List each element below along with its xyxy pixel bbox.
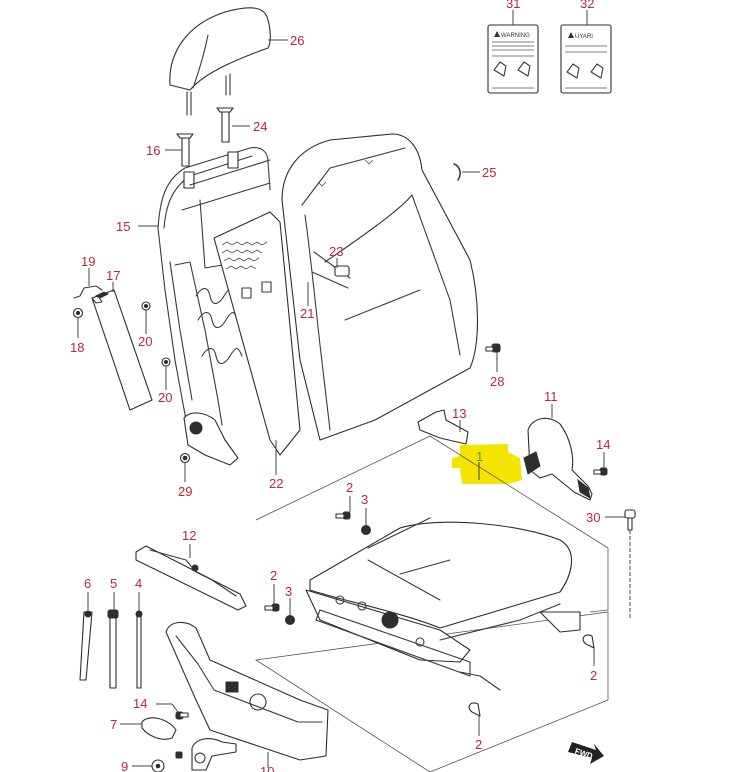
callout-5: 5: [110, 576, 117, 591]
callout-9: 9: [121, 759, 128, 772]
bolt-2-b[interactable]: [264, 603, 280, 612]
callout-20-lower: 20: [158, 390, 172, 405]
nut-3-a[interactable]: [361, 525, 371, 535]
nut-3-b[interactable]: [285, 615, 295, 625]
callout-21: 21: [300, 306, 314, 321]
callout-16: 16: [146, 143, 160, 158]
recliner-cover-11[interactable]: [523, 417, 593, 501]
nut-29[interactable]: [179, 452, 191, 464]
warning-triangle-icon: [494, 31, 500, 37]
nut-18[interactable]: [72, 307, 84, 319]
hog-ring-25[interactable]: [453, 163, 461, 181]
callout-3-b: 3: [285, 584, 292, 599]
washer-9[interactable]: [151, 759, 165, 772]
callout-13: 13: [452, 406, 466, 421]
lever-8[interactable]: [191, 738, 237, 771]
callout-6: 6: [84, 576, 91, 591]
callout-7: 7: [110, 717, 117, 732]
callout-2-d: 2: [475, 737, 482, 752]
callout-22: 22: [269, 476, 283, 491]
bolt-2-a[interactable]: [335, 511, 351, 520]
callout-19: 19: [81, 254, 95, 269]
callout-15: 15: [116, 219, 130, 234]
screw-14-right[interactable]: [593, 467, 608, 476]
harness-19[interactable]: [73, 285, 103, 299]
callout-2-b: 2: [270, 568, 277, 583]
cover-13[interactable]: [417, 409, 469, 445]
callout-31: 31: [506, 0, 520, 11]
cable-tie-4[interactable]: [135, 610, 143, 689]
headrest[interactable]: [169, 7, 271, 116]
clip-2-d[interactable]: [468, 702, 481, 717]
rail-cover-12[interactable]: [135, 545, 247, 611]
seatback-board[interactable]: [213, 211, 301, 456]
seatback-frame[interactable]: [157, 147, 271, 466]
screw-14-left[interactable]: [175, 711, 189, 720]
callout-2-c: 2: [590, 668, 597, 683]
nut-20-lower[interactable]: [161, 357, 171, 367]
callout-24: 24: [253, 119, 267, 134]
assembly-boundary: [254, 435, 609, 772]
callout-18: 18: [70, 340, 84, 355]
callout-30: 30: [586, 510, 600, 525]
forward-arrow-icon: FWD: [568, 742, 604, 764]
callout-12: 12: [182, 528, 196, 543]
callout-29: 29: [178, 484, 192, 499]
warning-triangle-icon: [568, 32, 574, 38]
screw-28[interactable]: [485, 343, 501, 353]
callout-28: 28: [490, 374, 504, 389]
uyari-text: UYARI: [575, 34, 593, 40]
callout-11: 11: [544, 389, 558, 404]
callout-26: 26: [290, 33, 304, 48]
callout-17: 17: [106, 268, 120, 283]
side-airbag-17[interactable]: [91, 289, 153, 411]
seat-cushion[interactable]: [305, 517, 581, 691]
bolt-30[interactable]: [624, 509, 636, 531]
callout-20-upper: 20: [138, 334, 152, 349]
warning-label-31[interactable]: WARNING: [487, 24, 539, 94]
callout-2-a: 2: [346, 480, 353, 495]
callout-25: 25: [482, 165, 496, 180]
callout-4: 4: [135, 576, 142, 591]
nut-20-upper[interactable]: [141, 301, 151, 311]
callout-14-left: 14: [133, 696, 147, 711]
knob-7[interactable]: [141, 717, 177, 740]
seatback-cushion[interactable]: [281, 133, 478, 441]
headrest-guide-16[interactable]: [176, 133, 194, 167]
side-trim-10[interactable]: [165, 621, 329, 761]
callout-3-a: 3: [361, 492, 368, 507]
callout-14-right: 14: [596, 437, 610, 452]
clip-2-c[interactable]: [582, 634, 595, 649]
callout-23: 23: [329, 244, 343, 259]
screw-small[interactable]: [175, 751, 183, 759]
warning-text: WARNING: [501, 33, 530, 39]
warning-label-32[interactable]: UYARI: [560, 24, 612, 94]
highlighted-part-1[interactable]: [452, 444, 522, 484]
headrest-guide-24[interactable]: [216, 107, 234, 143]
callout-10: 10: [260, 764, 274, 772]
cable-tie-6[interactable]: [79, 610, 93, 681]
cable-tie-5[interactable]: [107, 609, 119, 689]
callout-32: 32: [580, 0, 594, 11]
callout-1: 1: [476, 449, 483, 464]
